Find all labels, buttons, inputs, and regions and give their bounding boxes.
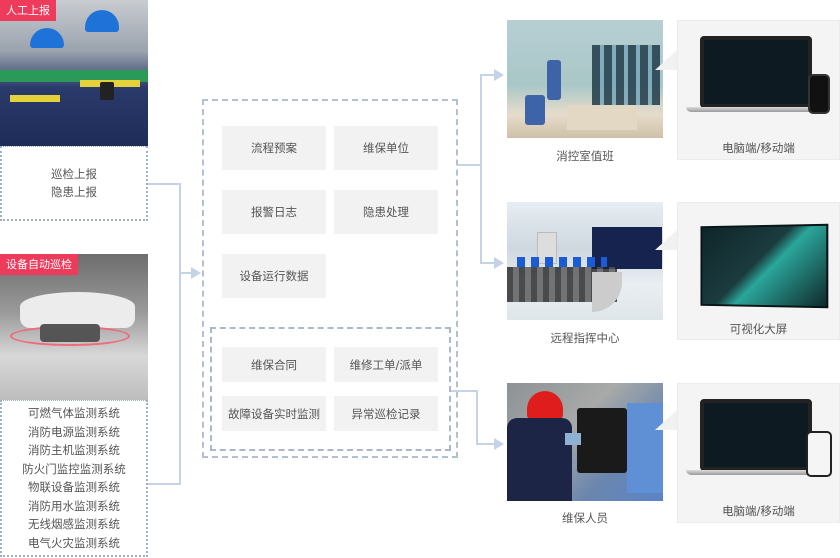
scene-caption: 维保人员 bbox=[562, 511, 608, 525]
tile-work-order[interactable]: 维修工单/派单 bbox=[334, 347, 438, 382]
arrow-right-icon bbox=[494, 69, 504, 81]
phone-icon bbox=[808, 74, 830, 114]
device-card-pc-mobile: 电脑端/移动端 bbox=[677, 20, 840, 160]
connector-line bbox=[480, 74, 482, 264]
connector-line bbox=[179, 272, 193, 274]
platform-box bbox=[202, 99, 458, 458]
laptop-icon bbox=[700, 399, 812, 471]
tile-maintenance-contract[interactable]: 维保合同 bbox=[222, 347, 326, 382]
connector-line bbox=[480, 74, 498, 76]
list-item: 可燃气体监测系统 bbox=[28, 406, 120, 420]
callout-pointer bbox=[655, 50, 677, 70]
connector-line bbox=[476, 443, 496, 445]
smoke-detector-photo: 设备自动巡检 bbox=[0, 254, 148, 400]
list-item: 无线烟感监测系统 bbox=[28, 517, 120, 531]
auto-inspection-badge: 设备自动巡检 bbox=[0, 254, 78, 275]
list-item: 防火门监控监测系统 bbox=[22, 461, 126, 476]
connector-line bbox=[451, 390, 478, 392]
connector-line bbox=[480, 262, 498, 264]
tile-equipment-data[interactable]: 设备运行数据 bbox=[222, 254, 326, 298]
platform-inner-box bbox=[210, 327, 451, 451]
control-room-photo bbox=[507, 20, 663, 138]
device-caption: 可视化大屏 bbox=[729, 322, 788, 336]
maintenance-staff-photo bbox=[507, 383, 663, 501]
auto-inspection-list: 可燃气体监测系统 消防电源监测系统 消防主机监测系统 防火门监控监测系统 物联设… bbox=[0, 400, 148, 557]
scene-caption: 远程指挥中心 bbox=[550, 331, 620, 345]
tile-alarm-log[interactable]: 报警日志 bbox=[222, 190, 326, 234]
device-caption: 电脑端/移动端 bbox=[722, 504, 795, 518]
arrow-right-icon bbox=[494, 257, 504, 269]
arrow-right-icon bbox=[494, 438, 504, 450]
manual-report-badge: 人工上报 bbox=[0, 0, 56, 21]
command-center-photo bbox=[507, 202, 663, 320]
tile-hazard-handling[interactable]: 隐患处理 bbox=[334, 190, 438, 234]
device-card-video-wall: 可视化大屏 bbox=[677, 202, 840, 340]
tile-maintenance-unit[interactable]: 维保单位 bbox=[334, 126, 438, 170]
connector-line bbox=[148, 483, 181, 485]
connector-line bbox=[476, 390, 478, 445]
device-caption: 电脑端/移动端 bbox=[722, 141, 795, 155]
manual-report-list: 巡检上报 隐患上报 bbox=[0, 146, 148, 221]
device-card-pc-mobile: 电脑端/移动端 bbox=[677, 383, 840, 523]
workers-photo: 人工上报 bbox=[0, 0, 148, 146]
laptop-icon bbox=[700, 36, 812, 108]
connector-line bbox=[148, 183, 181, 185]
callout-pointer bbox=[655, 230, 677, 250]
list-item: 消防电源监测系统 bbox=[28, 424, 120, 439]
list-item: 巡检上报 bbox=[51, 166, 97, 181]
list-item: 电气火灾监测系统 bbox=[28, 535, 120, 550]
video-wall-icon bbox=[700, 223, 829, 309]
tile-abnormal-inspection[interactable]: 异常巡检记录 bbox=[334, 396, 438, 431]
connector-line bbox=[458, 164, 482, 166]
phone-icon bbox=[806, 431, 832, 477]
list-item: 消防主机监测系统 bbox=[28, 443, 120, 457]
list-item: 物联设备监测系统 bbox=[28, 480, 120, 494]
list-item: 隐患上报 bbox=[51, 185, 97, 199]
scene-caption: 消控室值班 bbox=[556, 149, 614, 163]
list-item: 消防用水监测系统 bbox=[28, 498, 120, 513]
arrow-right-icon bbox=[191, 267, 201, 279]
tile-fault-monitoring[interactable]: 故障设备实时监测 bbox=[222, 396, 326, 431]
tile-process-plan[interactable]: 流程预案 bbox=[222, 126, 326, 170]
connector-line bbox=[179, 183, 181, 485]
callout-pointer bbox=[655, 410, 677, 430]
